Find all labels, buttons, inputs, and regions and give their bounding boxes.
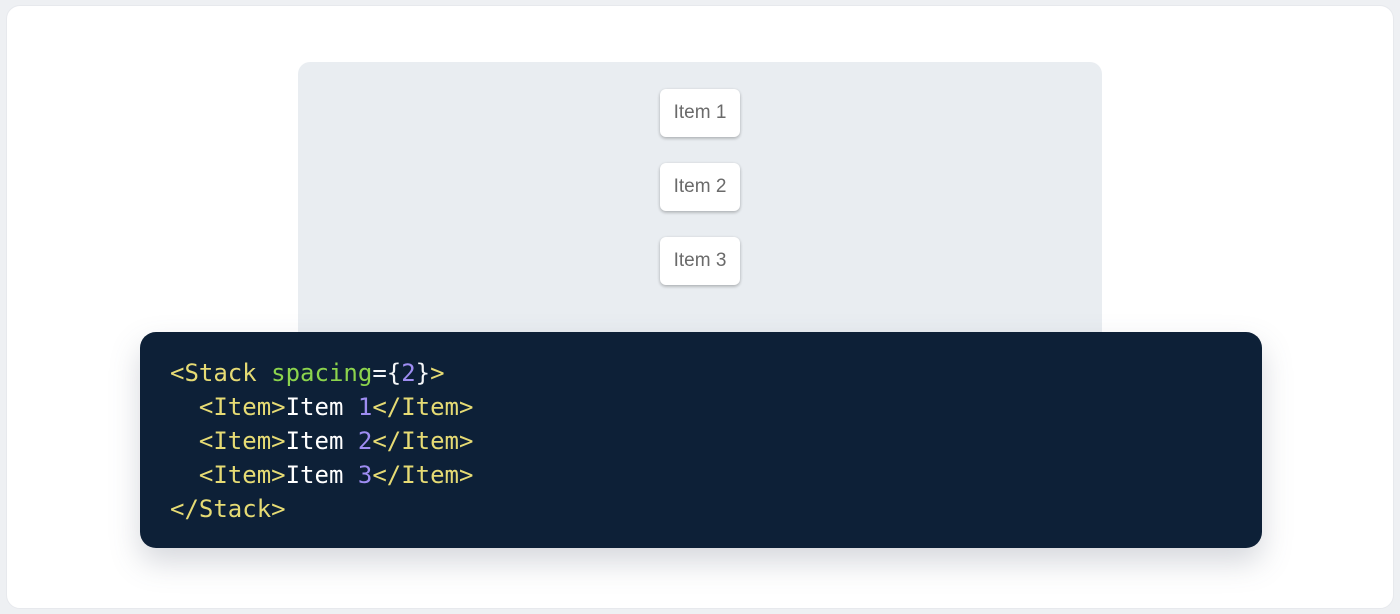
item-card: Item 2 <box>660 163 740 211</box>
code-block: <Stack spacing={2}> <Item>Item 1</Item> … <box>140 332 1262 548</box>
code-token: { <box>386 359 402 387</box>
code-token: </Stack> <box>170 495 286 523</box>
code-token: 2 <box>401 359 416 387</box>
code-line: <Item>Item 2</Item> <box>170 424 1232 458</box>
code-token: <Item> <box>198 461 286 489</box>
item-card-label: Item 3 <box>673 250 727 271</box>
item-card: Item 3 <box>660 237 740 285</box>
code-token <box>170 461 199 489</box>
code-token <box>170 393 199 421</box>
code-pre: <Stack spacing={2}> <Item>Item 1</Item> … <box>170 356 1232 526</box>
code-line: <Stack spacing={2}> <box>170 356 1232 390</box>
code-token: <Stack <box>170 359 257 387</box>
code-token: Item <box>285 393 358 421</box>
item-stack: Item 1 Item 2 Item 3 <box>298 62 1102 285</box>
item-card-label: Item 1 <box>673 102 727 123</box>
code-token <box>257 359 271 387</box>
code-token: > <box>430 359 445 387</box>
code-token: spacing <box>271 359 373 387</box>
code-token: </Item> <box>372 393 474 421</box>
code-token <box>170 427 199 455</box>
code-token: 1 <box>357 393 373 421</box>
code-line: <Item>Item 1</Item> <box>170 390 1232 424</box>
code-line: </Stack> <box>170 492 1232 526</box>
code-line: <Item>Item 3</Item> <box>170 458 1232 492</box>
item-card: Item 1 <box>660 89 740 137</box>
code-token: <Item> <box>198 427 286 455</box>
code-token: <Item> <box>198 393 286 421</box>
code-token: 2 <box>357 427 373 455</box>
code-token: = <box>372 359 387 387</box>
code-token: Item <box>285 461 358 489</box>
item-card-label: Item 2 <box>673 176 727 197</box>
code-token: </Item> <box>372 461 474 489</box>
code-token: </Item> <box>372 427 474 455</box>
code-token: 3 <box>357 461 373 489</box>
stack-demo-panel: Item 1 Item 2 Item 3 <box>298 62 1102 354</box>
code-token: Item <box>285 427 358 455</box>
code-token: } <box>415 359 431 387</box>
